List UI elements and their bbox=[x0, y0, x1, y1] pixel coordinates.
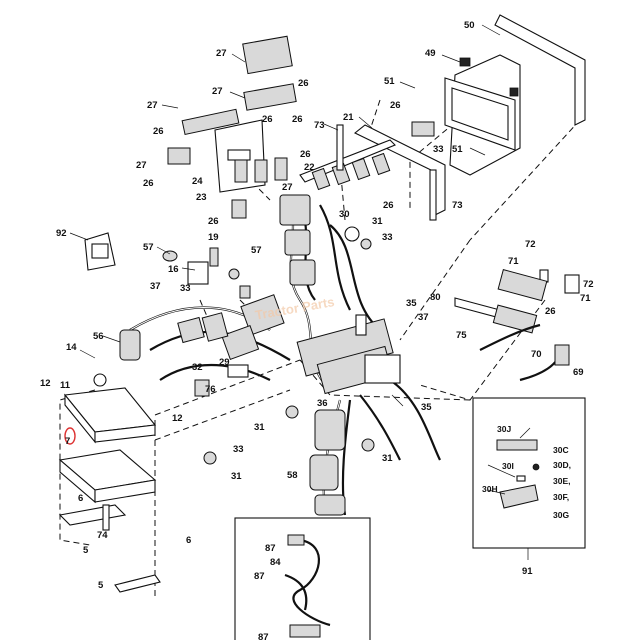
callout-75: 75 bbox=[456, 330, 467, 341]
callout-30I: 30I bbox=[502, 461, 514, 471]
callout-6: 6 bbox=[186, 535, 191, 546]
callout-24: 24 bbox=[192, 176, 203, 187]
callout-87: 87 bbox=[258, 632, 269, 640]
callout-26: 26 bbox=[292, 114, 303, 125]
callout-30C: 30C bbox=[553, 445, 569, 455]
callout-33: 33 bbox=[233, 444, 244, 455]
callout-72: 72 bbox=[583, 279, 594, 290]
callout-51: 51 bbox=[452, 144, 463, 155]
callout-57: 57 bbox=[143, 242, 154, 253]
callout-26: 26 bbox=[262, 114, 273, 125]
callout-87: 87 bbox=[265, 543, 276, 554]
callout-36: 36 bbox=[317, 398, 328, 409]
main-harness bbox=[119, 194, 441, 516]
callout-29: 29 bbox=[219, 357, 230, 368]
callout-37: 37 bbox=[418, 312, 429, 323]
callout-27: 27 bbox=[147, 100, 158, 111]
callout-5: 5 bbox=[98, 580, 104, 591]
callout-19: 19 bbox=[208, 232, 219, 243]
leader-lines bbox=[69, 24, 531, 560]
callout-14: 14 bbox=[66, 342, 77, 353]
callout-30E: 30E, bbox=[553, 476, 571, 486]
callout-26: 26 bbox=[143, 178, 154, 189]
callout-26: 26 bbox=[390, 100, 401, 111]
connector-bracket-21 bbox=[299, 121, 446, 221]
callout-16: 16 bbox=[168, 264, 179, 275]
callout-26: 26 bbox=[153, 126, 164, 137]
callout-27: 27 bbox=[136, 160, 147, 171]
callout-50: 50 bbox=[464, 20, 475, 31]
callout-33: 33 bbox=[382, 232, 393, 243]
callout-30J: 30J bbox=[497, 424, 511, 434]
enclosure-50 bbox=[444, 14, 586, 176]
callout-37: 37 bbox=[150, 281, 161, 292]
callout-71: 71 bbox=[508, 256, 519, 267]
controller-modules bbox=[58, 387, 161, 593]
callout-73: 73 bbox=[314, 120, 325, 131]
callout-30G: 30G bbox=[553, 510, 569, 520]
callout-31: 31 bbox=[372, 216, 383, 227]
callout-76: 76 bbox=[205, 384, 216, 395]
callout-33: 33 bbox=[180, 283, 191, 294]
callout-74: 74 bbox=[97, 530, 108, 541]
callout-51: 51 bbox=[384, 76, 395, 87]
callout-7: 7 bbox=[65, 436, 70, 447]
callout-30D: 30D, bbox=[553, 460, 571, 470]
callout-73: 73 bbox=[452, 200, 463, 211]
callout-30H: 30H bbox=[482, 484, 498, 494]
callout-26: 26 bbox=[545, 306, 556, 317]
relay-bracket-23-24 bbox=[167, 35, 297, 219]
callout-12: 12 bbox=[40, 378, 51, 389]
callout-21: 21 bbox=[343, 112, 354, 123]
callout-80: 80 bbox=[430, 292, 441, 303]
callout-87: 87 bbox=[254, 571, 265, 582]
callout-49: 49 bbox=[425, 48, 436, 59]
callout-69: 69 bbox=[573, 367, 584, 378]
callout-92: 92 bbox=[56, 228, 67, 239]
callout-26: 26 bbox=[208, 216, 219, 227]
callout-70: 70 bbox=[531, 349, 542, 360]
callout-57: 57 bbox=[251, 245, 262, 256]
small-parts bbox=[84, 226, 580, 465]
callout-11: 11 bbox=[60, 380, 71, 391]
callout-26: 26 bbox=[383, 200, 394, 211]
callout-72: 72 bbox=[525, 239, 536, 250]
callout-35: 35 bbox=[406, 298, 417, 309]
callout-71: 71 bbox=[580, 293, 591, 304]
callout-27: 27 bbox=[212, 86, 223, 97]
callout-91: 91 bbox=[522, 566, 533, 577]
callout-26: 26 bbox=[300, 149, 311, 160]
callout-23: 23 bbox=[196, 192, 207, 203]
callout-33: 33 bbox=[433, 144, 444, 155]
callout-35: 35 bbox=[421, 402, 432, 413]
callout-labels: 50 49 51 51 27 27 27 27 27 26 26 26 26 2… bbox=[40, 20, 594, 640]
callout-5: 5 bbox=[83, 545, 89, 556]
inset-box-87-84 bbox=[234, 517, 371, 640]
callout-58: 58 bbox=[287, 470, 298, 481]
callout-27: 27 bbox=[216, 48, 227, 59]
callout-31: 31 bbox=[382, 453, 393, 464]
callout-22: 22 bbox=[304, 162, 315, 173]
callout-84: 84 bbox=[270, 557, 281, 568]
callout-26: 26 bbox=[298, 78, 309, 89]
callout-32: 32 bbox=[192, 362, 203, 373]
callout-30: 30 bbox=[339, 209, 350, 220]
callout-56: 56 bbox=[93, 331, 104, 342]
callout-12: 12 bbox=[172, 413, 183, 424]
kit-box-91 bbox=[472, 397, 586, 549]
callout-31: 31 bbox=[231, 471, 242, 482]
callout-30F: 30F, bbox=[553, 492, 569, 502]
callout-6: 6 bbox=[78, 493, 83, 504]
callout-31: 31 bbox=[254, 422, 265, 433]
callout-27: 27 bbox=[282, 182, 293, 193]
